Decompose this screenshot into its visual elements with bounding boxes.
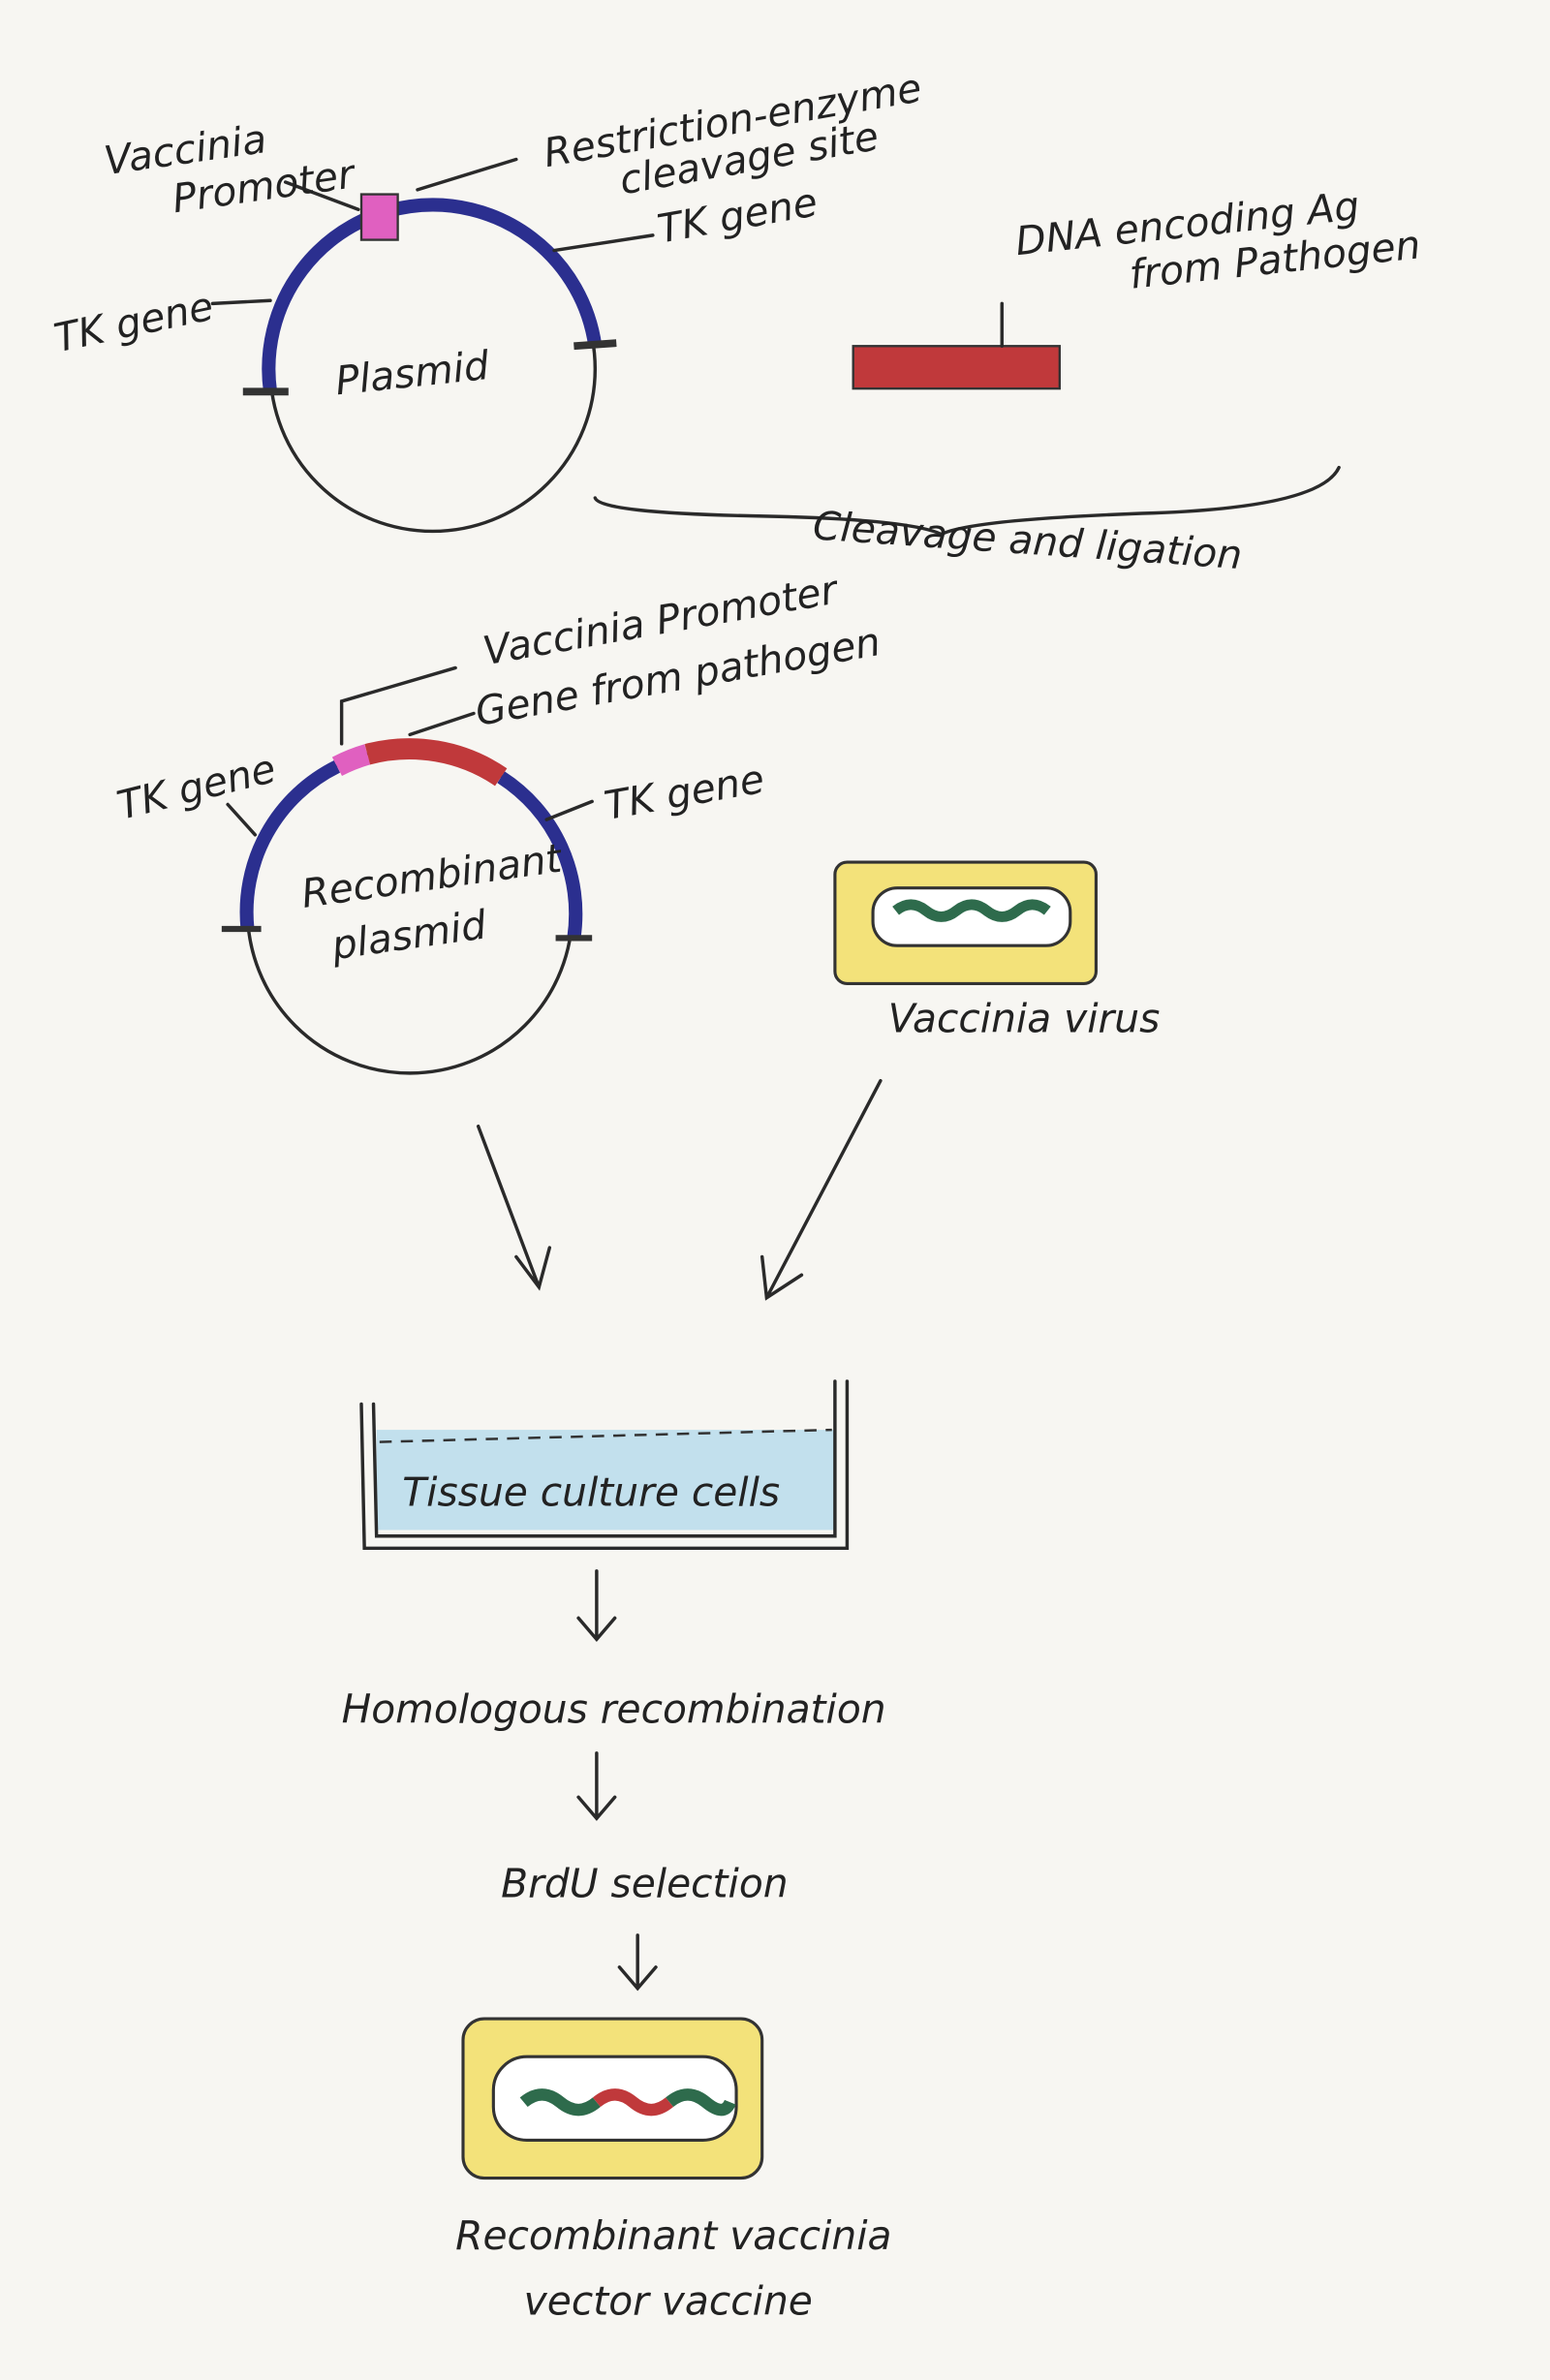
- recombinant-plasmid-label: Recombinant: [298, 835, 566, 917]
- tk-gene-label: TK gene: [601, 756, 767, 829]
- recombinant-plasmid: Vaccinia Promoter Gene from pathogen TK …: [112, 566, 884, 1075]
- tissue-culture-dish: Tissue culture cells: [359, 1379, 850, 1551]
- culture-medium: [376, 1430, 835, 1530]
- recombinant-plasmid-label: plasmid: [328, 901, 490, 969]
- antigen-dna-fragment: [852, 345, 1061, 390]
- arrows: [476, 1078, 883, 1992]
- tk-gene-label: TK gene: [50, 283, 218, 362]
- promoter-segment: [331, 744, 371, 777]
- pathogen-gene-segment: [364, 738, 508, 787]
- viral-dna: [892, 899, 1051, 922]
- antigen-dna: DNA encoding Ag from Pathogen: [852, 182, 1422, 390]
- viral-dna: [666, 2088, 736, 2117]
- tk-gene-label: TK gene: [112, 745, 280, 829]
- homologous-recombination-label: Homologous recombination: [342, 1686, 886, 1733]
- cleavage-ligation-label: Cleavage and ligation: [812, 502, 1244, 578]
- tissue-culture-label: Tissue culture cells: [402, 1468, 780, 1515]
- arrow-down-icon: [576, 1751, 617, 1821]
- result-label: Recombinant vaccinia: [455, 2212, 891, 2259]
- arrow-icon: [760, 1078, 883, 1301]
- vaccinia-virus: Vaccinia virus: [833, 860, 1161, 1042]
- plasmid-label: Plasmid: [333, 342, 492, 404]
- vaccinia-promoter-block: [359, 193, 399, 241]
- arrow-down-icon: [576, 1569, 617, 1642]
- pathogen-gene-insert: [592, 2088, 674, 2117]
- viral-dna: [519, 2088, 601, 2117]
- tk-gene-arc: [239, 759, 341, 930]
- brace: [593, 465, 1341, 537]
- recombinant-vaccinia: Recombinant vaccinia vector vaccine: [455, 2017, 891, 2325]
- tk-end-tick: [574, 339, 617, 351]
- plasmid: Vaccinia Promoter Restriction-enzyme cle…: [50, 64, 925, 534]
- vaccinia-virus-label: Vaccinia virus: [888, 996, 1161, 1042]
- arrow-down-icon: [617, 1933, 658, 1992]
- tk-gene-arc: [497, 771, 583, 940]
- result-label: vector vaccine: [524, 2278, 813, 2325]
- tk-gene-arc: [262, 198, 603, 393]
- brdu-selection-label: BrdU selection: [501, 1861, 788, 1907]
- arrow-icon: [476, 1124, 552, 1291]
